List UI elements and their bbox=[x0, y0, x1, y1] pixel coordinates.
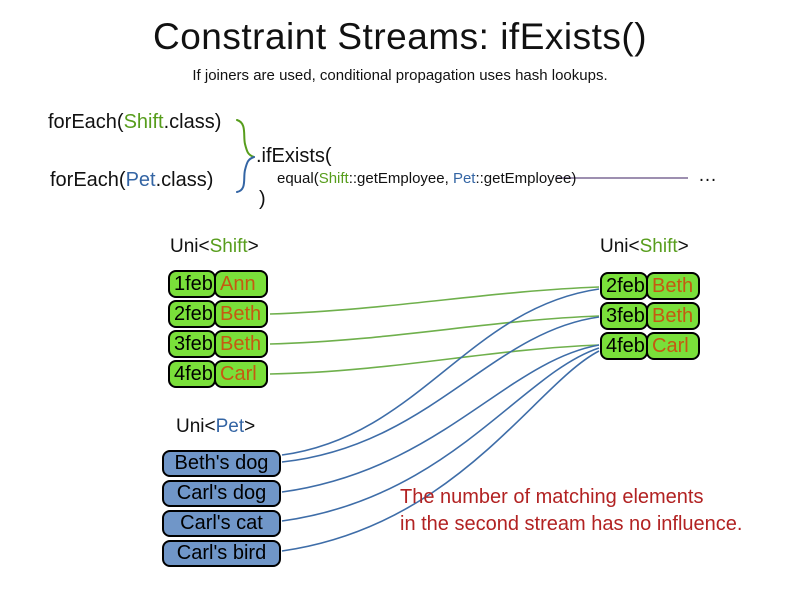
shift-type-token: Shift bbox=[209, 236, 248, 257]
shift-row-2feb: 2feb Beth bbox=[168, 300, 272, 328]
pet-box-carls-cat: Carl's cat bbox=[162, 510, 281, 537]
shift-type-token: Shift bbox=[639, 236, 678, 257]
shift-date-cell: 2feb bbox=[600, 272, 648, 300]
shift-employee-cell: Beth bbox=[214, 300, 268, 328]
shift-row-3feb: 3feb Beth bbox=[168, 330, 272, 358]
shift-row-4feb: 4feb Carl bbox=[168, 360, 272, 388]
page-subtitle: If joiners are used, conditional propaga… bbox=[192, 67, 608, 84]
beths-dog-to-2feb-line bbox=[281, 288, 600, 456]
shift-4feb-match-line bbox=[269, 344, 600, 375]
label-text: > bbox=[677, 236, 689, 257]
shift-row-4feb: 4feb Carl bbox=[600, 332, 704, 360]
left-shift-table: 1feb Ann 2feb Beth 3feb Beth 4feb Carl bbox=[168, 270, 272, 390]
right-shift-table: 2feb Beth 3feb Beth 4feb Carl bbox=[600, 272, 704, 362]
pet-box-carls-bird: Carl's bird bbox=[162, 540, 281, 567]
uni-pet-label: Uni<Pet> bbox=[176, 416, 255, 438]
label-text: > bbox=[247, 236, 259, 257]
code-text: forEach( bbox=[48, 111, 124, 133]
shift-date-cell: 4feb bbox=[168, 360, 216, 388]
code-text: ::getEmployee) bbox=[475, 170, 577, 187]
shift-3feb-match-line bbox=[269, 315, 600, 345]
code-text: forEach( bbox=[50, 169, 126, 191]
brace-top-green bbox=[236, 119, 255, 158]
shift-class-token: Shift bbox=[318, 170, 349, 187]
shift-employee-cell: Beth bbox=[646, 272, 700, 300]
shift-date-cell: 1feb bbox=[168, 270, 216, 298]
brace-bottom-blue bbox=[236, 156, 255, 193]
shift-employee-cell: Beth bbox=[646, 302, 700, 330]
annotation-line-1: The number of matching elements bbox=[400, 486, 704, 508]
shift-date-cell: 4feb bbox=[600, 332, 648, 360]
shift-employee-cell: Ann bbox=[214, 270, 268, 298]
pet-box-beths-dog: Beth's dog bbox=[162, 450, 281, 477]
shift-2feb-match-line bbox=[269, 286, 600, 315]
pet-class-token: Pet bbox=[125, 169, 156, 191]
code-ifexists: .ifExists( bbox=[256, 145, 332, 167]
shift-class-token: Shift bbox=[123, 111, 164, 133]
code-joiner: equal(Shift::getEmployee, Pet::getEmploy… bbox=[277, 170, 576, 187]
ellipsis-text: … bbox=[698, 165, 717, 186]
shift-employee-cell: Carl bbox=[646, 332, 700, 360]
carls-dog-to-4feb-line bbox=[281, 344, 600, 493]
label-text: Uni< bbox=[600, 236, 640, 257]
shift-date-cell: 3feb bbox=[168, 330, 216, 358]
beths-dog-to-3feb-line bbox=[281, 316, 600, 463]
annotation-note: The number of matching elements in the s… bbox=[400, 484, 742, 538]
left-uni-shift-label: Uni<Shift> bbox=[170, 236, 259, 258]
shift-employee-cell: Beth bbox=[214, 330, 268, 358]
code-text: .class) bbox=[163, 111, 222, 133]
pet-type-token: Pet bbox=[215, 416, 245, 437]
right-uni-shift-label: Uni<Shift> bbox=[600, 236, 689, 258]
label-text: Uni< bbox=[170, 236, 210, 257]
code-foreach-shift: forEach(Shift.class) bbox=[48, 111, 221, 134]
shift-row-2feb: 2feb Beth bbox=[600, 272, 704, 300]
code-text: equal( bbox=[277, 170, 319, 187]
pet-list: Beth's dog Carl's dog Carl's cat Carl's … bbox=[162, 450, 281, 570]
shift-date-cell: 3feb bbox=[600, 302, 648, 330]
pet-box-carls-dog: Carl's dog bbox=[162, 480, 281, 507]
annotation-line-2: in the second stream has no influence. bbox=[400, 513, 743, 535]
label-text: Uni< bbox=[176, 416, 216, 437]
code-text: .class) bbox=[155, 169, 214, 191]
code-foreach-pet: forEach(Pet.class) bbox=[50, 169, 213, 192]
code-close-paren: ) bbox=[259, 188, 266, 210]
code-text: ::getEmployee, bbox=[348, 170, 453, 187]
pet-class-token: Pet bbox=[452, 170, 476, 187]
shift-date-cell: 2feb bbox=[168, 300, 216, 328]
label-text: > bbox=[244, 416, 256, 437]
shift-employee-cell: Carl bbox=[214, 360, 268, 388]
page-title: Constraint Streams: ifExists() bbox=[152, 16, 648, 57]
shift-row-3feb: 3feb Beth bbox=[600, 302, 704, 330]
shift-row-1feb: 1feb Ann bbox=[168, 270, 272, 298]
